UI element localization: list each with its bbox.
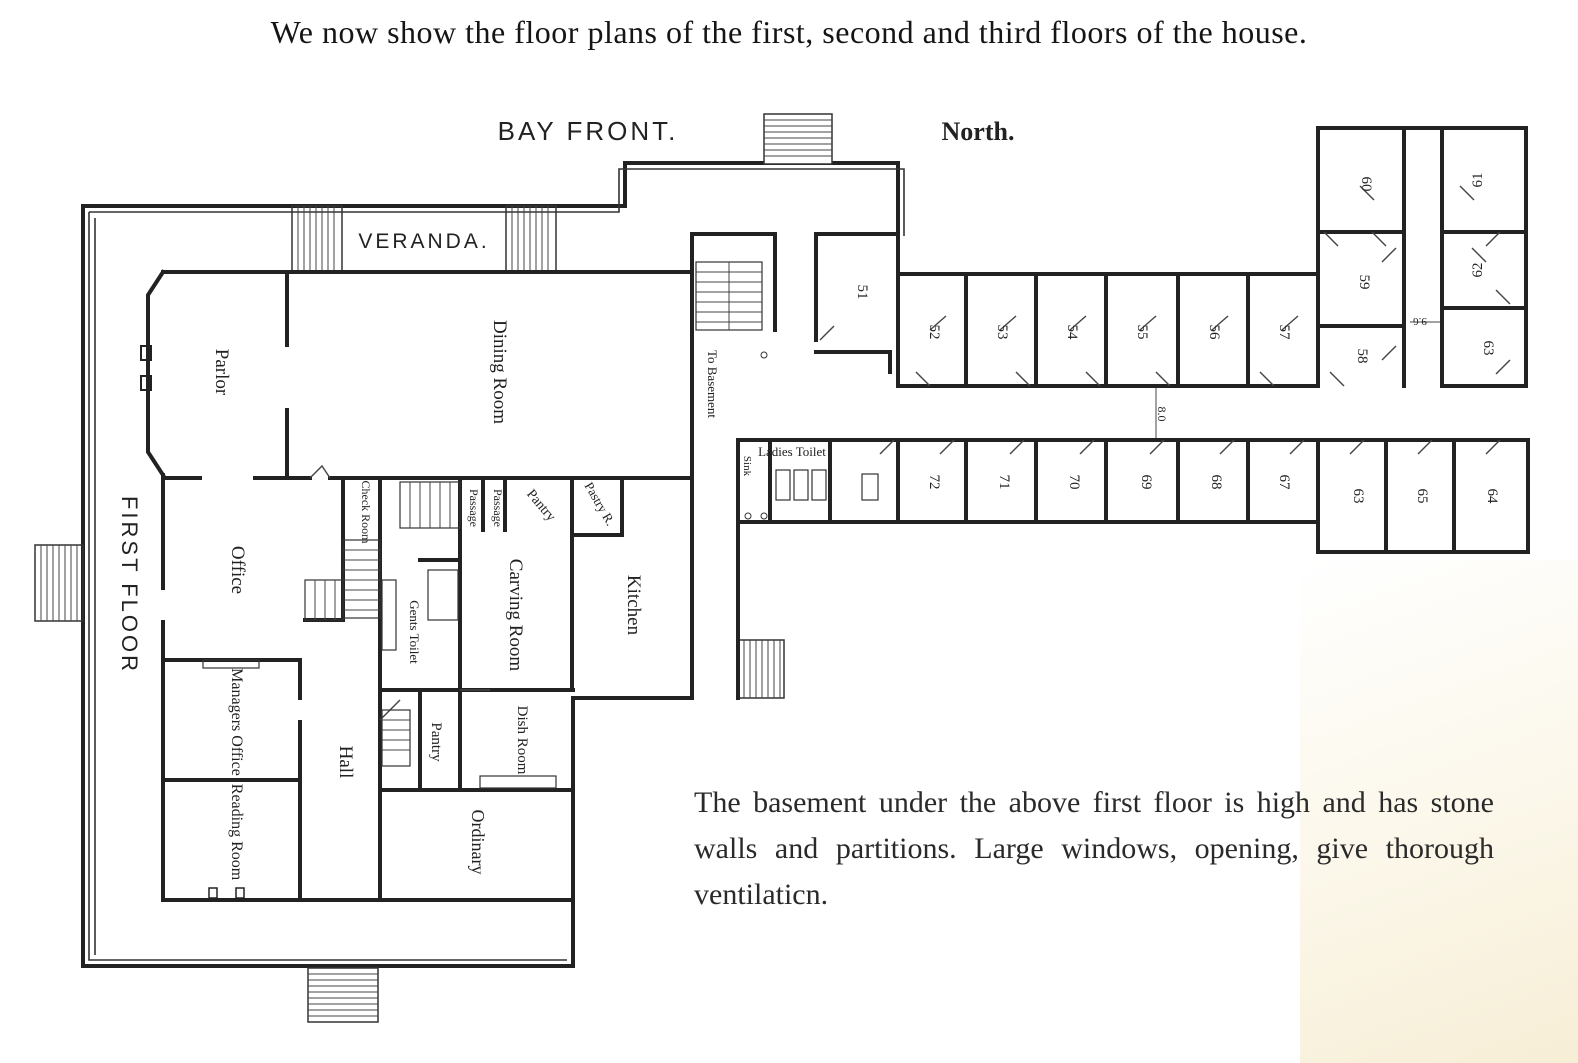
room-63-south: 63 xyxy=(1350,489,1366,504)
room-52: 52 xyxy=(926,325,942,340)
north-label: North. xyxy=(942,117,1015,146)
dimension-markers xyxy=(1155,321,1440,438)
room-64: 64 xyxy=(1484,489,1500,505)
room-sink: Sink xyxy=(741,456,753,477)
room-passage-1: Passage xyxy=(467,489,481,527)
room-54: 54 xyxy=(1064,325,1080,341)
room-61: 61 xyxy=(1470,173,1486,188)
to-basement-label: To Basement xyxy=(705,350,720,418)
dimension-label-a: 8.0 xyxy=(1155,407,1169,422)
room-62: 62 xyxy=(1470,263,1486,278)
page-heading: We now show the floor plans of the first… xyxy=(270,14,1308,50)
room-dish-room: Dish Room xyxy=(514,706,530,775)
room-70: 70 xyxy=(1066,475,1082,490)
room-55: 55 xyxy=(1134,325,1150,340)
room-72: 72 xyxy=(926,475,942,490)
rear-steps-south xyxy=(307,967,379,1023)
veranda-steps-left xyxy=(291,205,343,273)
room-pastry: Pastry R. xyxy=(581,479,618,528)
room-63-north: 63 xyxy=(1480,341,1496,356)
room-ordinary: Ordinary xyxy=(468,810,488,875)
room-ladies-toilet: Ladies Toilet xyxy=(758,444,826,459)
room-pantry-upper: Pantry xyxy=(523,487,558,525)
basement-caption: The basement under the above first floor… xyxy=(694,786,1494,911)
side-steps-west xyxy=(34,544,84,622)
veranda-steps-right xyxy=(505,205,557,273)
ladies-toilet-fixtures xyxy=(744,351,879,520)
wing-steps xyxy=(737,639,785,699)
room-kitchen: Kitchen xyxy=(623,575,644,636)
doors-main xyxy=(160,464,490,721)
room-parlor: Parlor xyxy=(211,349,232,396)
room-pantry-lower: Pantry xyxy=(428,722,444,762)
basement-stair xyxy=(695,261,763,331)
room-69: 69 xyxy=(1138,475,1154,490)
room-60: 60 xyxy=(1358,177,1374,192)
room-68: 68 xyxy=(1208,475,1224,490)
room-hall: Hall xyxy=(335,746,356,779)
room-57: 57 xyxy=(1276,325,1292,341)
first-floor-label: FIRST FLOOR xyxy=(117,496,142,674)
room-check-room: Check Room xyxy=(359,481,373,545)
veranda-label: VERANDA. xyxy=(358,230,489,253)
room-passage-2: Passage xyxy=(491,489,505,527)
room-51: 51 xyxy=(854,285,870,300)
service-stair xyxy=(381,481,461,767)
room-carving-room: Carving Room xyxy=(505,559,526,672)
room-office: Office xyxy=(227,546,248,594)
fixtures-main xyxy=(202,569,557,899)
room-65: 65 xyxy=(1414,489,1430,504)
doors-east-wing xyxy=(819,185,1511,455)
bay-front-label: BAY FRONT. xyxy=(498,116,679,146)
room-managers-office: Managers Office xyxy=(228,668,245,776)
room-71: 71 xyxy=(996,475,1012,490)
east-wing-walls xyxy=(736,126,1530,700)
room-gents-toilet: Gents Toilet xyxy=(407,600,422,664)
dimension-label-b: 9.6 xyxy=(1413,315,1427,327)
room-59: 59 xyxy=(1356,275,1372,290)
main-stair xyxy=(304,539,381,621)
main-building-walls xyxy=(140,232,777,902)
room-56: 56 xyxy=(1206,325,1222,341)
room-58: 58 xyxy=(1354,349,1370,364)
room-67: 67 xyxy=(1276,475,1292,491)
front-steps xyxy=(763,113,833,165)
room-dining-room: Dining Room xyxy=(489,320,510,424)
room-53: 53 xyxy=(994,325,1010,340)
room-reading-room: Reading Room xyxy=(228,784,245,881)
